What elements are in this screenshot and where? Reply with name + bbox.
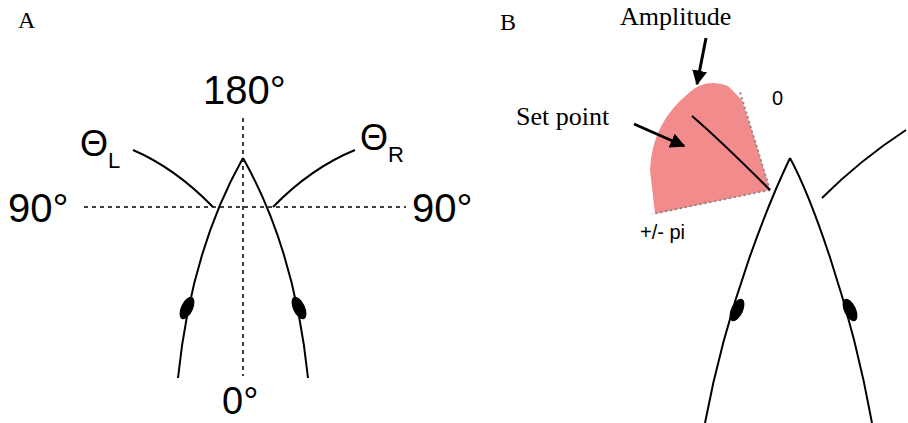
amplitude-region: [650, 83, 770, 214]
whisker-right: [822, 130, 906, 198]
angle-label: 180°: [203, 70, 286, 110]
angle-label: 90°: [8, 188, 69, 228]
eye: [176, 295, 197, 322]
eye: [726, 297, 747, 324]
angle-symbol: Θ: [360, 120, 388, 156]
leader-arrow: [634, 124, 684, 146]
horizontal-axis: [84, 206, 406, 208]
eye: [288, 295, 309, 322]
angle-subscript: R: [388, 144, 404, 166]
angle-subscript: L: [108, 150, 120, 172]
leader-arrow: [697, 38, 706, 84]
whisker-right: [273, 150, 355, 207]
angle-label: 0: [772, 88, 783, 108]
angle-symbol: Θ: [80, 126, 108, 162]
head-outline: [790, 158, 872, 423]
whisker-left: [133, 150, 213, 207]
angle-label: +/- pi: [640, 222, 685, 242]
head-outline: [178, 158, 243, 378]
pi-reference-line: [652, 190, 770, 214]
angle-label: 90°: [412, 188, 473, 228]
set-point-whisker: [692, 116, 770, 190]
callout-label: Amplitude: [620, 4, 731, 30]
eye: [839, 297, 860, 324]
callout-label: Set point: [516, 104, 609, 130]
head-outline: [705, 158, 790, 423]
angle-label: 0°: [222, 382, 258, 420]
head-outline: [243, 158, 308, 378]
panel-letter: A: [18, 8, 35, 32]
midline: [242, 118, 244, 376]
panel-letter: B: [500, 10, 516, 34]
